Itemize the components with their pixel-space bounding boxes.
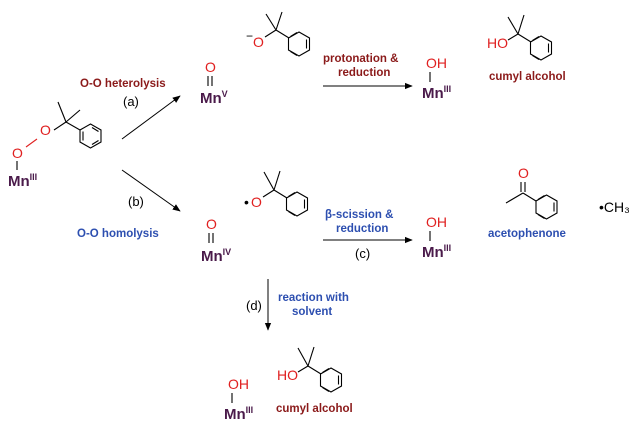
acetophenone-db3 bbox=[537, 195, 545, 200]
product-d-mn3-oh: OH MnIII bbox=[224, 376, 253, 423]
product-d-ho: HO bbox=[277, 367, 298, 383]
mn4-oxo: O MnIV bbox=[201, 216, 231, 265]
product-a-cumyl-alcohol: HO bbox=[487, 14, 553, 61]
product-a-mn3-oh: OH MnIII bbox=[422, 55, 451, 102]
product-c-name: acetophenone bbox=[488, 228, 566, 240]
product-d-methyl2 bbox=[307, 346, 315, 367]
product-c-mn3-oh: OH MnIII bbox=[422, 214, 451, 261]
path-b-step: (b) bbox=[128, 194, 144, 209]
product-c-acetophenone: O bbox=[505, 165, 558, 220]
acetophenone-o: O bbox=[518, 165, 529, 181]
acetophenone-db2 bbox=[537, 214, 545, 219]
mn5-oxo-o: O bbox=[205, 59, 216, 75]
product-d-db2 bbox=[322, 387, 330, 392]
product-a-ipso bbox=[517, 33, 532, 43]
radical-c-o bbox=[262, 189, 275, 198]
radical-dot: • bbox=[244, 194, 249, 210]
product-a-ho: HO bbox=[487, 35, 508, 51]
path-c-step: (c) bbox=[355, 246, 370, 261]
start-benzene-db3 bbox=[91, 140, 99, 145]
product-a-methyl1 bbox=[507, 16, 519, 35]
start-methyl2 bbox=[65, 109, 81, 123]
path-d-step: (d) bbox=[246, 298, 262, 313]
protonation-label-line2: reduction bbox=[338, 67, 390, 79]
start-peroxo-o2: O bbox=[12, 145, 23, 161]
alkoxide-db3 bbox=[290, 32, 298, 37]
product-d-oh: OH bbox=[228, 376, 249, 392]
alkoxide-c-o bbox=[264, 29, 277, 38]
alkoxide-benzene bbox=[287, 31, 311, 57]
product-c-mn: MnIII bbox=[422, 243, 451, 261]
product-d-ipso bbox=[307, 365, 322, 375]
path-a-step: (a) bbox=[123, 94, 139, 109]
product-a-methyl2 bbox=[517, 14, 525, 35]
path-b-label: O-O homolysis bbox=[77, 228, 159, 240]
path-c-label-line1: β-scission & bbox=[325, 209, 393, 221]
start-c-o-bond bbox=[53, 121, 67, 131]
product-a-benzene bbox=[529, 35, 553, 61]
start-ipso-bond bbox=[65, 121, 81, 131]
product-a-c-o bbox=[507, 33, 519, 41]
radical-benzene bbox=[285, 191, 309, 217]
mn4-oxo-o: O bbox=[206, 216, 217, 232]
product-a-oh: OH bbox=[426, 55, 447, 71]
path-d-label-line2: solvent bbox=[292, 306, 332, 318]
alkoxide-charge: − bbox=[246, 29, 253, 43]
radical-methyl1 bbox=[263, 171, 275, 191]
product-d-benzene bbox=[319, 367, 343, 393]
product-a-db2 bbox=[532, 55, 540, 60]
product-d-c-o bbox=[297, 365, 309, 373]
radical-db2 bbox=[288, 211, 296, 216]
product-d-cumyl-alcohol: HO bbox=[277, 346, 343, 393]
acetophenone-methyl bbox=[505, 192, 524, 204]
path-c-label-line2: reduction bbox=[336, 223, 388, 235]
product-d-mn: MnIII bbox=[224, 405, 253, 423]
alkoxide-methyl1 bbox=[265, 13, 277, 31]
product-a-mn: MnIII bbox=[422, 84, 451, 102]
radical-methyl2 bbox=[273, 170, 281, 191]
start-mn-label: MnIII bbox=[8, 172, 37, 190]
mn5-oxo: O MnV bbox=[200, 59, 228, 107]
acetophenone-benzene bbox=[535, 194, 558, 220]
start-methyl1 bbox=[57, 101, 67, 123]
start-peroxo-o1: O bbox=[40, 122, 51, 138]
cumyl-alkoxide: − O bbox=[246, 11, 311, 57]
arrow-a bbox=[121, 95, 181, 140]
radical-db3 bbox=[288, 192, 296, 197]
methyl-radical: •CH₃ bbox=[599, 199, 630, 215]
alkoxide-db2 bbox=[290, 51, 298, 56]
arrow-b bbox=[121, 169, 181, 212]
product-d-db3 bbox=[322, 368, 330, 373]
acetophenone-ipso bbox=[522, 192, 537, 202]
product-a-db3 bbox=[532, 36, 540, 41]
alkoxide-o: O bbox=[253, 34, 264, 50]
path-a-label: O-O heterolysis bbox=[80, 78, 166, 90]
mn5-label: MnV bbox=[200, 89, 228, 107]
product-d-name: cumyl alcohol bbox=[276, 403, 353, 415]
radical-ipso bbox=[273, 189, 288, 199]
alkoxide-methyl2 bbox=[275, 11, 283, 31]
path-d-label-line1: reaction with bbox=[278, 292, 349, 304]
alkoxide-ipso bbox=[275, 29, 290, 39]
start-o-o-bond bbox=[25, 138, 38, 148]
start-cumylperoxo-mn3: O O MnIII bbox=[8, 101, 102, 190]
protonation-label-line1: protonation & bbox=[323, 53, 398, 65]
product-d-methyl1 bbox=[297, 347, 309, 367]
product-a-name: cumyl alcohol bbox=[489, 71, 566, 83]
start-benzene-db2 bbox=[91, 127, 99, 132]
radical-o: O bbox=[251, 194, 262, 210]
cumyloxyl-radical: • O bbox=[244, 170, 309, 217]
product-c-oh: OH bbox=[426, 214, 447, 230]
mn4-label: MnIV bbox=[201, 247, 231, 265]
